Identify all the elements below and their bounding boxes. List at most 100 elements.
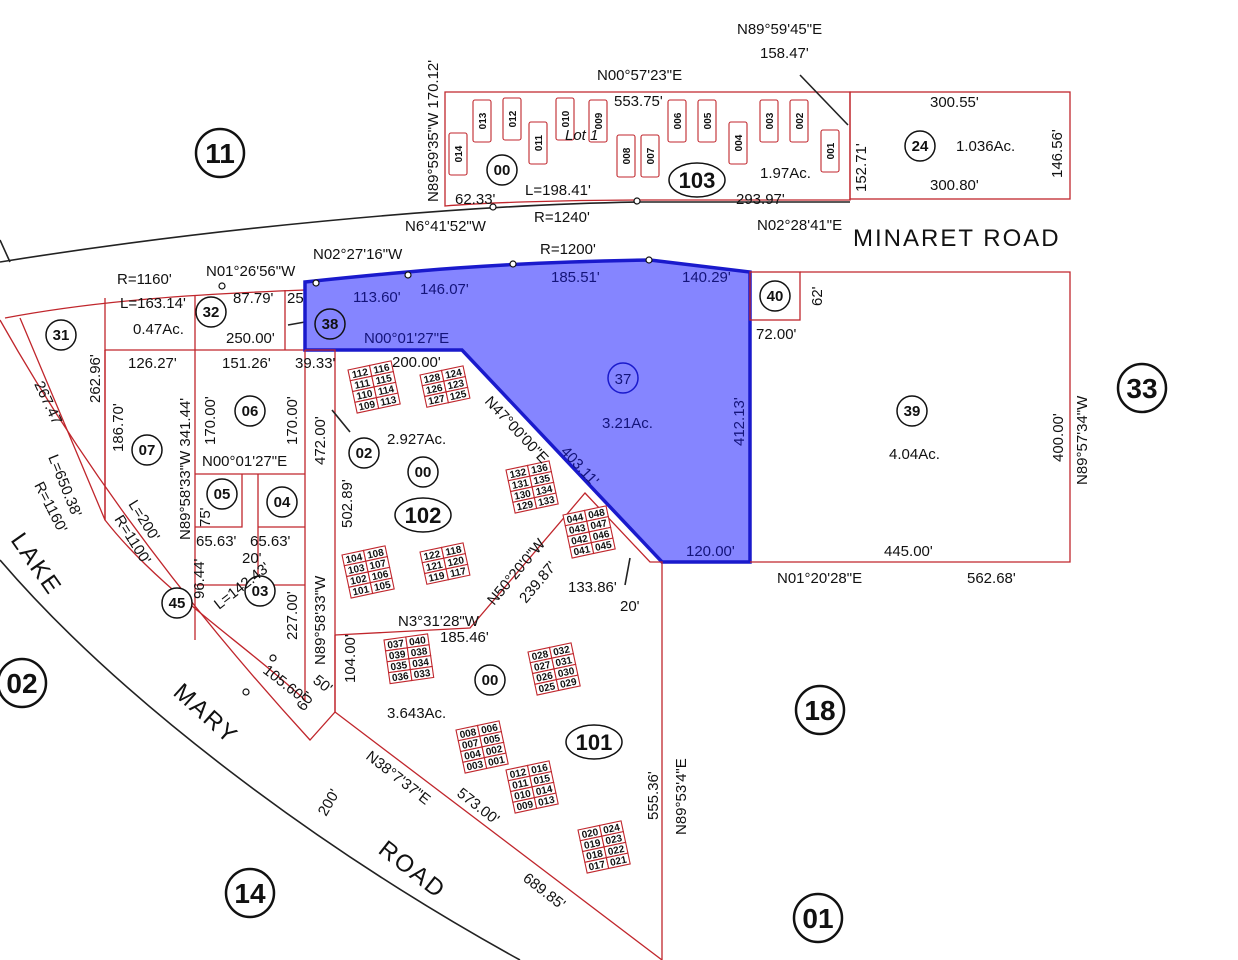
- dim: N89°57'34"W: [1074, 395, 1091, 485]
- unit-box: [369, 577, 395, 595]
- unit-label: 045: [594, 540, 613, 554]
- lot-00-103: 00: [494, 162, 511, 179]
- lot-1-label: Lot 1: [565, 127, 598, 144]
- section-circle: [0, 657, 48, 709]
- unit-box: [590, 537, 616, 555]
- dim: 126.27': [128, 355, 177, 372]
- dim: 185.51': [551, 269, 600, 286]
- unit-box: [728, 121, 748, 165]
- dim: 96.44': [191, 558, 208, 599]
- unit-label: 029: [559, 677, 578, 691]
- dim: 120.00': [686, 543, 735, 560]
- unit-label: 119: [428, 570, 446, 584]
- section-circle: [194, 127, 246, 179]
- dim: 300.80': [930, 177, 979, 194]
- dim: 65.63': [196, 533, 237, 550]
- unit-label: 003: [466, 759, 485, 773]
- area-32: 0.47Ac.: [133, 321, 184, 338]
- unit-label: 041: [573, 544, 592, 558]
- dim: 62.33': [455, 191, 496, 208]
- dim: 262.96': [87, 354, 104, 403]
- dim: 186.70': [110, 403, 127, 452]
- dim: 146.07': [420, 281, 469, 298]
- dim: 65.63': [250, 533, 291, 550]
- unit-box: [759, 99, 779, 143]
- dim: N89°59'35"W 170.12': [425, 60, 442, 202]
- unit-label: 113: [379, 395, 397, 409]
- area-24: 1.036Ac.: [956, 138, 1015, 155]
- dim: N00°01'27"E: [364, 330, 449, 347]
- dim: 75': [197, 507, 214, 527]
- dim: 689.85': [520, 870, 569, 913]
- unit-label: 014: [454, 145, 465, 162]
- unit-box: [616, 134, 636, 178]
- dim: 62': [809, 286, 826, 306]
- unit-label: 004: [734, 134, 745, 151]
- dim: 25: [287, 290, 304, 307]
- unit-box: [448, 132, 468, 176]
- unit-label: 012: [508, 110, 519, 127]
- dim: N01°26'56"W: [206, 263, 296, 280]
- unit-label: 035: [390, 660, 408, 673]
- unit-label: 036: [391, 671, 409, 684]
- unit-label: 011: [534, 134, 545, 151]
- dim: N02°27'16"W: [313, 246, 403, 263]
- block-ellipse: [565, 724, 623, 760]
- dim: 146.56': [1049, 129, 1066, 178]
- dim: 152.71': [853, 143, 870, 192]
- unit-label: 003: [765, 112, 776, 129]
- dim: 400.00': [1050, 413, 1067, 462]
- dim: 250.00': [226, 330, 275, 347]
- parcel-40: [749, 271, 801, 321]
- unit-label: 007: [646, 147, 657, 164]
- unit-box: [375, 392, 401, 410]
- dim: N3°31'28"W: [398, 613, 480, 630]
- unit-box: [502, 97, 522, 141]
- unit-label: 008: [622, 147, 633, 164]
- dim: 158.47': [760, 45, 809, 62]
- section-18: 18: [804, 695, 835, 726]
- parcel-07-06: [104, 350, 306, 702]
- dim: 555.36': [645, 771, 662, 820]
- unit-box: [555, 674, 581, 692]
- dim: 553.75': [614, 93, 663, 110]
- unit-label: 034: [412, 657, 430, 670]
- lot-31: 31: [53, 327, 70, 344]
- unit-box: [533, 492, 559, 510]
- unit-label: 009: [594, 112, 605, 129]
- area-101: 3.643Ac.: [387, 705, 446, 722]
- lot-40: 40: [767, 288, 784, 305]
- unit-label: 037: [387, 638, 405, 651]
- lot-02: 02: [356, 445, 373, 462]
- unit-box: [588, 99, 608, 143]
- section-circle: [792, 892, 844, 944]
- lot-labels: 24 32 31 38 37 40 39 06 07 05 04 03 45 0…: [45, 130, 936, 696]
- unit-label: 017: [588, 859, 607, 873]
- dim: 170.00': [202, 396, 219, 445]
- section-14: 14: [234, 878, 266, 909]
- dim: 185.46': [440, 629, 489, 646]
- minaret-road-edge: [0, 201, 850, 263]
- dim: 293.97': [736, 191, 785, 208]
- section-circle: [1116, 362, 1168, 414]
- block-ellipse: [668, 162, 726, 198]
- minaret-road-label: MINARET ROAD: [853, 225, 1061, 252]
- unit-label: 025: [538, 681, 557, 695]
- lot-39: 39: [904, 403, 921, 420]
- dim: 445.00': [884, 543, 933, 560]
- lot-00-102: 00: [415, 464, 432, 481]
- unit-label: 002: [795, 112, 806, 129]
- unit-box: [533, 792, 559, 810]
- dim: 151.26': [222, 355, 271, 372]
- lot-37: 37: [615, 371, 632, 388]
- section-01: 01: [802, 903, 833, 934]
- road-label: ROAD: [373, 835, 451, 904]
- section-circle: [224, 867, 276, 919]
